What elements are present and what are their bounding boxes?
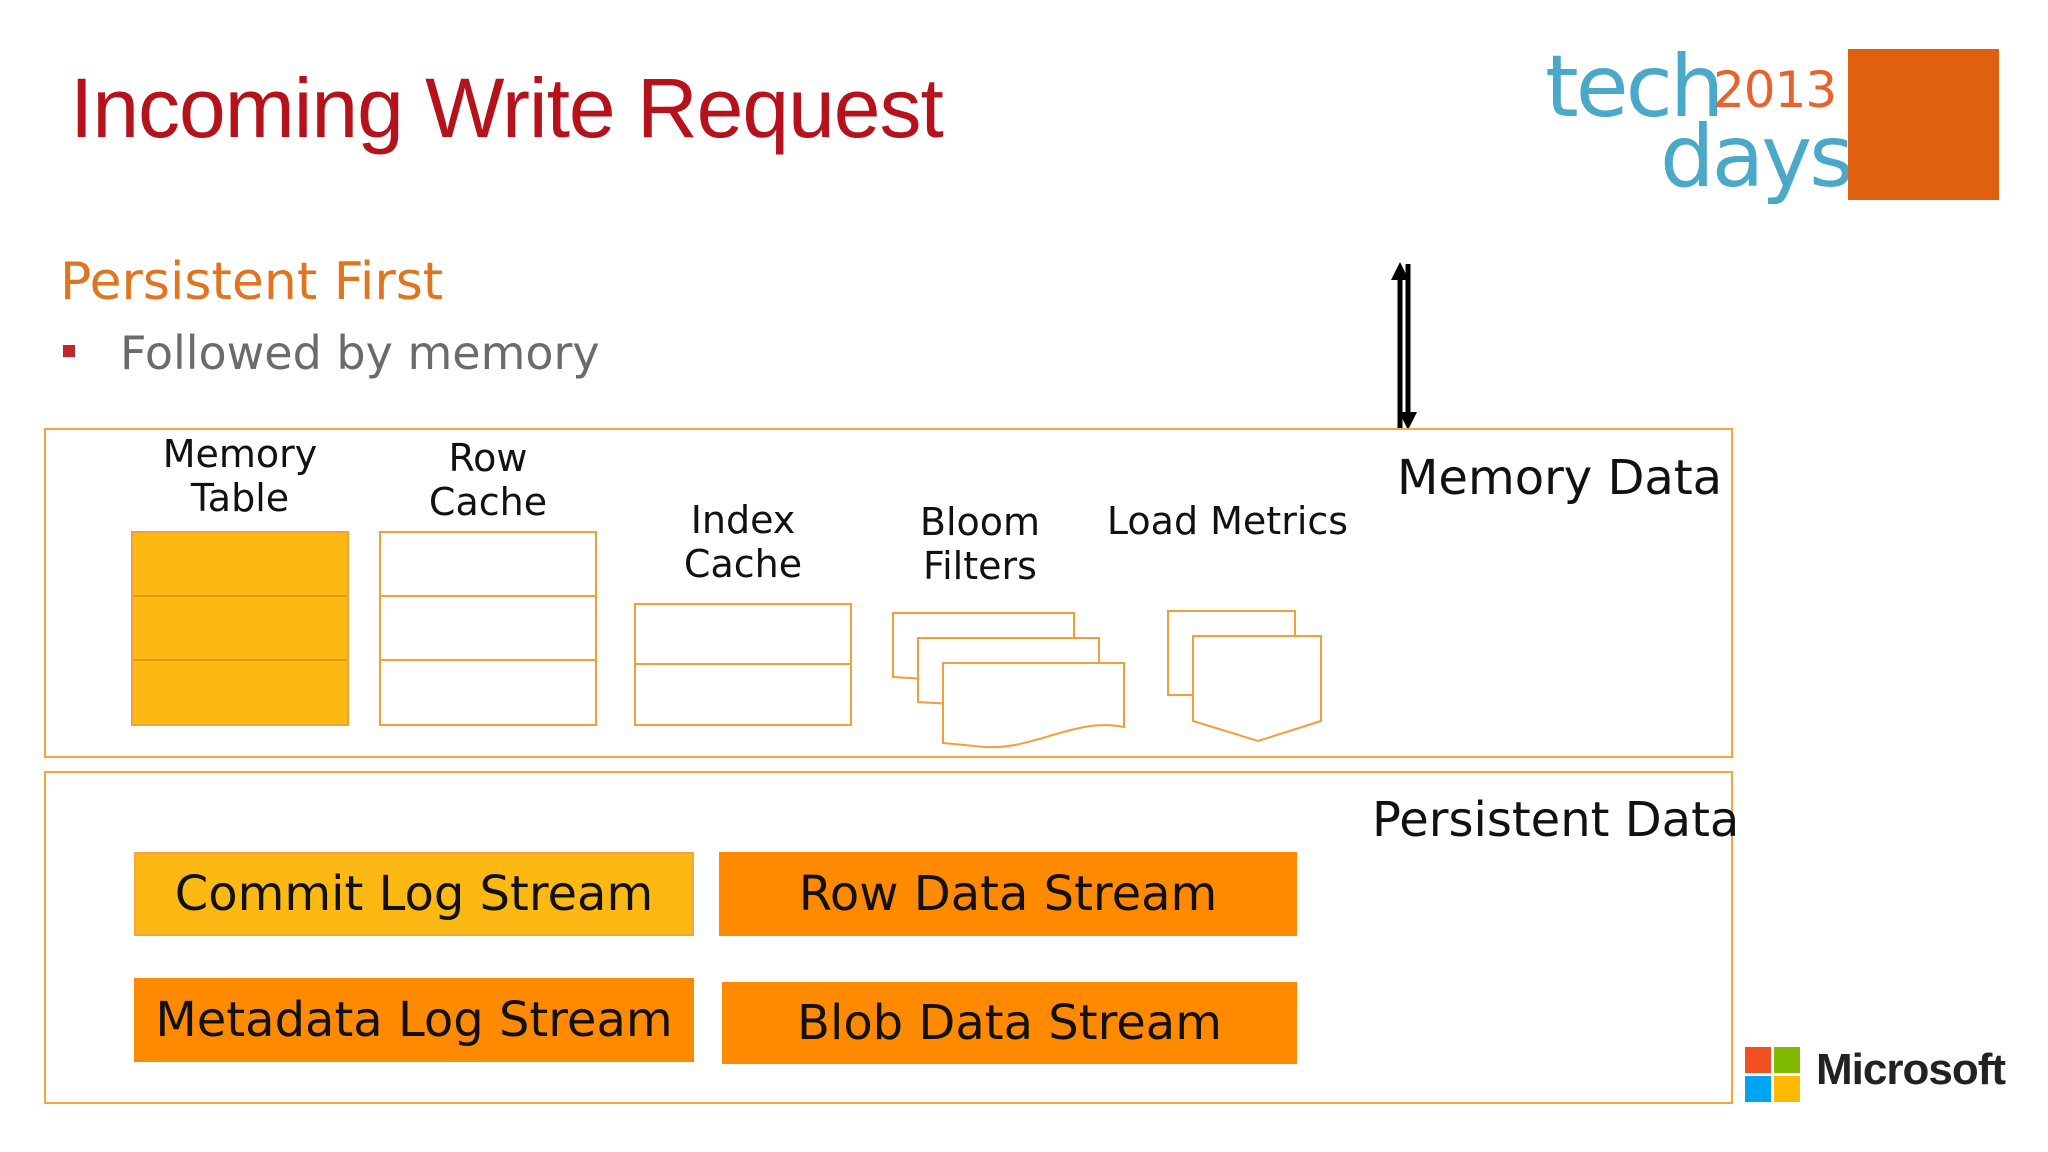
- index-cache-label-line2: Cache: [683, 542, 803, 586]
- row-cache-label-line2: Cache: [428, 480, 548, 524]
- blob-data-stream-box: Blob Data Stream: [722, 982, 1297, 1064]
- section-subtitle: Persistent First: [60, 252, 444, 312]
- index-cache-row: [636, 665, 850, 725]
- microsoft-logo: Microsoft: [1745, 1045, 2015, 1105]
- memory-data-label: Memory Data: [1397, 450, 1723, 506]
- microsoft-wordmark: Microsoft: [1816, 1045, 2006, 1094]
- memory-table-label: Memory Table: [131, 432, 349, 520]
- memory-data-panel: [44, 428, 1733, 758]
- load-metrics-icon: [1167, 610, 1322, 743]
- bloom-filters-icon: [892, 612, 1125, 749]
- logo-days-text: days: [1660, 107, 1854, 207]
- up-arrow-icon: [1391, 262, 1409, 430]
- memory-table-row: [133, 533, 347, 597]
- metadata-log-stream-box: Metadata Log Stream: [134, 978, 694, 1062]
- logo-tech-text: tech: [1545, 37, 1724, 137]
- index-cache-label-line1: Index: [690, 498, 796, 542]
- ms-logo-red-square: [1745, 1047, 1771, 1073]
- row-cache-row: [381, 597, 595, 661]
- commit-log-stream-box: Commit Log Stream: [134, 852, 694, 936]
- logo-year-text: 2013: [1713, 61, 1837, 119]
- bloom-filters-label: Bloom Filters: [880, 500, 1080, 588]
- logo-orange-square: [1848, 49, 1999, 200]
- read-write-arrows: [1391, 262, 1417, 430]
- techdays-logo: tech 2013 days: [1545, 37, 1999, 207]
- ms-logo-yellow-square: [1774, 1076, 1800, 1102]
- row-cache-row: [381, 661, 595, 725]
- memory-table-shape: [131, 531, 349, 726]
- bullet-text: Followed by memory: [120, 326, 600, 380]
- memory-table-row: [133, 597, 347, 661]
- memory-table-label-line1: Memory: [162, 432, 318, 476]
- row-cache-row: [381, 533, 595, 597]
- bullet-marker: [63, 345, 75, 357]
- row-cache-shape: [379, 531, 597, 726]
- index-cache-label: Index Cache: [634, 498, 852, 586]
- ms-logo-green-square: [1774, 1047, 1800, 1073]
- index-cache-shape: [634, 603, 852, 726]
- row-cache-label-line1: Row: [448, 436, 528, 480]
- slide-title: Incoming Write Request: [70, 61, 944, 155]
- row-cache-label: Row Cache: [379, 436, 597, 524]
- row-data-stream-box: Row Data Stream: [719, 852, 1297, 936]
- load-metrics-label: Load Metrics: [1106, 499, 1349, 543]
- bloom-filters-label-line1: Bloom: [919, 500, 1041, 544]
- index-cache-row: [636, 605, 850, 665]
- bloom-filters-label-line2: Filters: [923, 544, 1037, 588]
- ms-logo-blue-square: [1745, 1076, 1771, 1102]
- memory-table-label-line2: Table: [190, 476, 290, 520]
- memory-table-row: [133, 661, 347, 725]
- persistent-data-panel: [44, 771, 1733, 1104]
- persistent-data-label: Persistent Data: [1372, 792, 1740, 848]
- down-arrow-icon: [1399, 264, 1417, 430]
